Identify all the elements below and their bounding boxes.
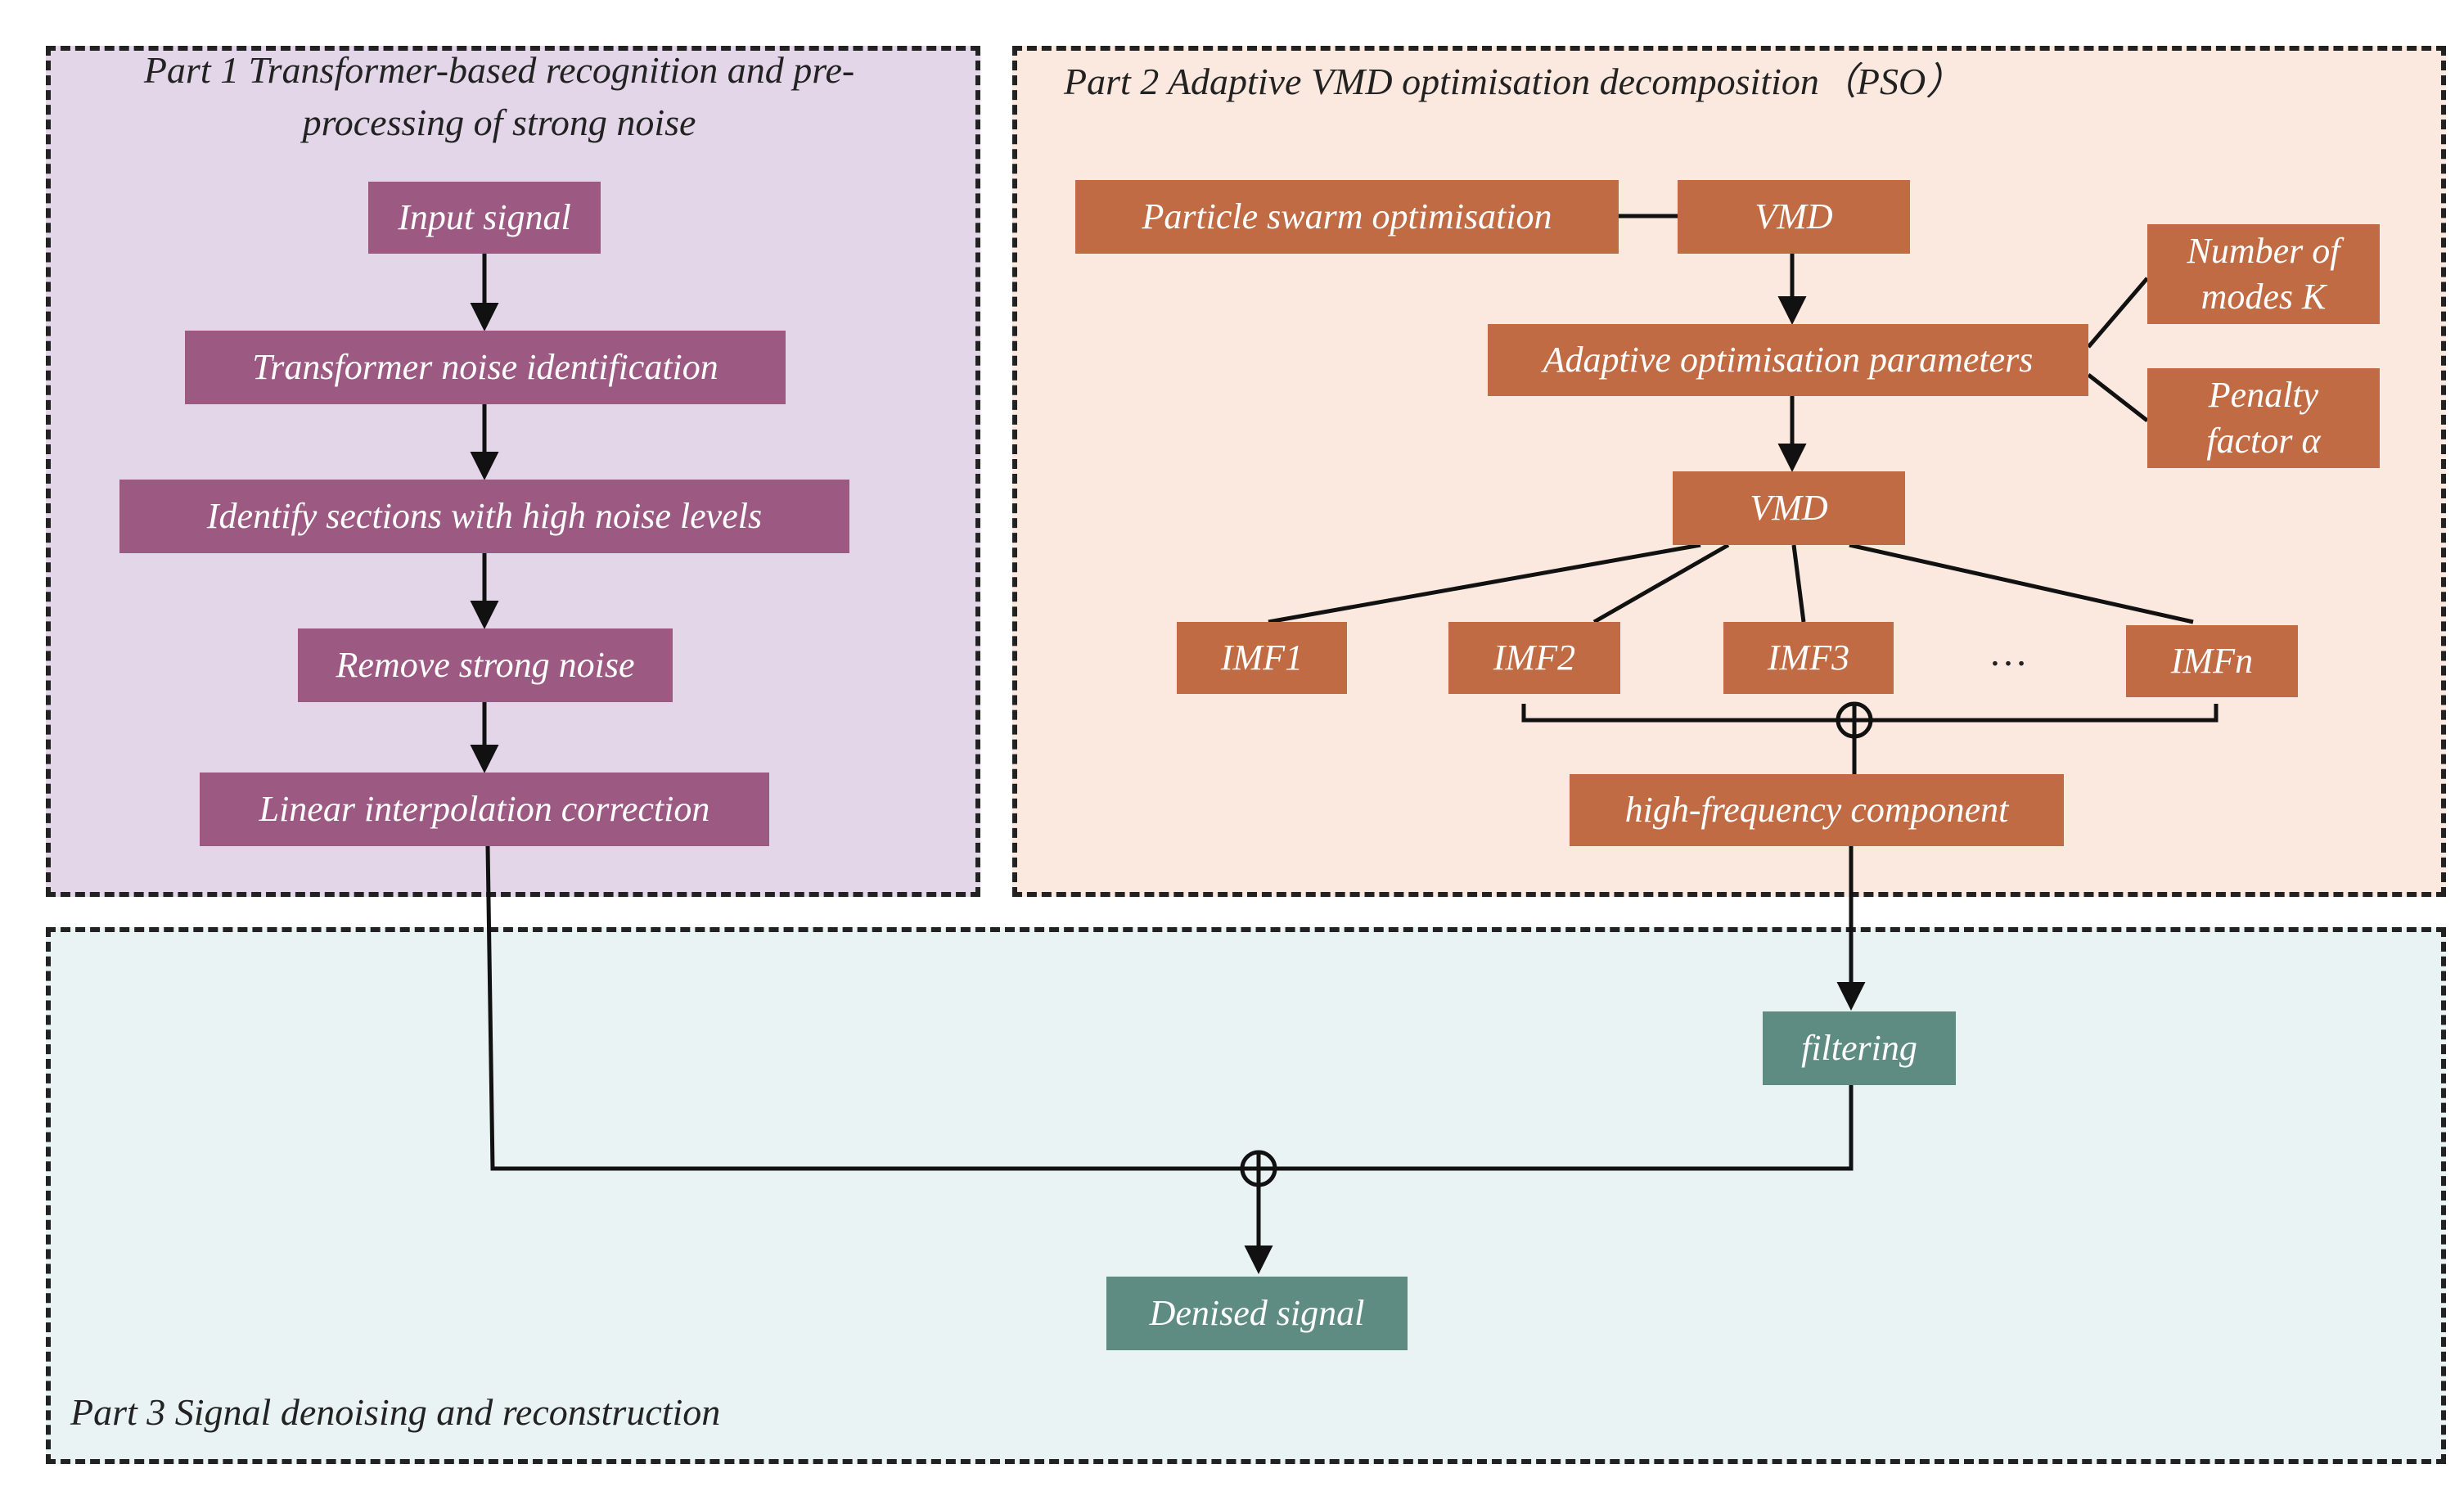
- path-interp-to-sum: [485, 845, 1242, 1171]
- number-of-modes-box: Number of modes K: [2147, 224, 2380, 324]
- imf-ellipsis: …: [1989, 631, 2028, 674]
- link-adaptive-penalty: [2087, 373, 2149, 422]
- transformer-identification-box: Transformer noise identification: [185, 331, 786, 404]
- part3-region: [46, 927, 2446, 1464]
- denoised-signal-box: Denised signal: [1106, 1277, 1408, 1350]
- penalty-factor-box: Penalty factor α: [2147, 368, 2380, 468]
- sum-circle-imf: [1836, 701, 1873, 739]
- filtering-box: filtering: [1763, 1011, 1956, 1085]
- link-adaptive-modes: [2087, 277, 2149, 349]
- link-vmd-imf2: [1592, 543, 1730, 624]
- high-frequency-component-box: high-frequency component: [1570, 774, 2064, 846]
- identify-sections-box: Identify sections with high noise levels: [119, 480, 849, 553]
- vmd-box: VMD: [1673, 471, 1905, 545]
- pso-box: Particle swarm optimisation: [1075, 180, 1619, 254]
- link-vmd-imfn: [1849, 543, 2194, 624]
- sum-circle-reconstruction: [1240, 1150, 1277, 1187]
- part2-title: Part 2 Adaptive VMD optimisation decompo…: [1064, 61, 1964, 102]
- vmd-top-box: VMD: [1678, 180, 1910, 254]
- part3-title: Part 3 Signal denoising and reconstructi…: [70, 1391, 721, 1433]
- link-vmd-imf3: [1791, 544, 1806, 623]
- link-vmd-imf1: [1268, 543, 1701, 624]
- adaptive-parameters-box: Adaptive optimisation parameters: [1488, 324, 2088, 396]
- part1-title: Part 1 Transformer-based recognition and…: [143, 49, 855, 143]
- imf2-box: IMF2: [1448, 622, 1620, 694]
- path-filtering-to-sum: [1275, 1085, 1854, 1171]
- imf1-box: IMF1: [1177, 622, 1347, 694]
- remove-noise-box: Remove strong noise: [298, 628, 673, 702]
- input-signal-box: Input signal: [368, 182, 601, 254]
- linear-interpolation-box: Linear interpolation correction: [200, 773, 769, 846]
- imfn-box: IMFn: [2126, 625, 2298, 697]
- imf3-box: IMF3: [1723, 622, 1894, 694]
